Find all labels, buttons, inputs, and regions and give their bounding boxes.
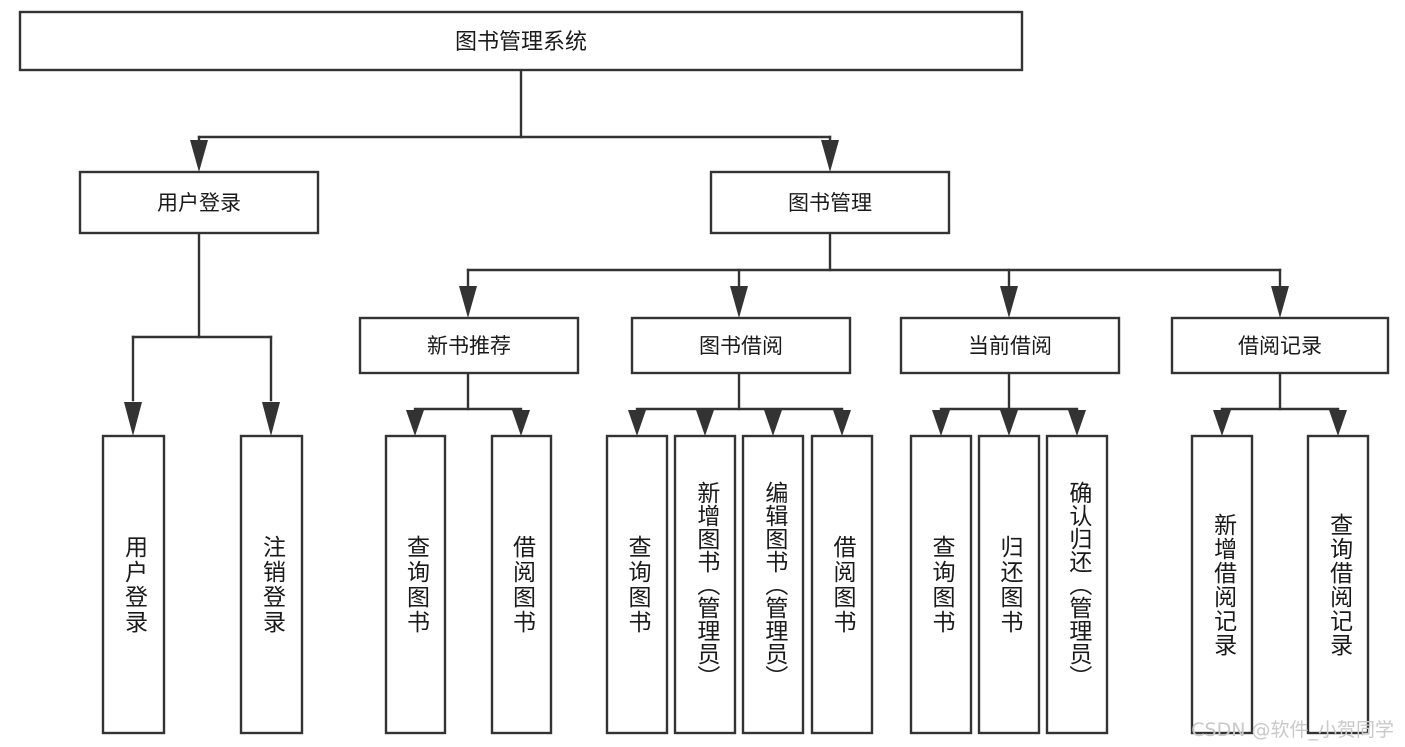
leaf-edit-book[interactable]: [741, 434, 805, 735]
leaf-add-record[interactable]: [1190, 434, 1254, 735]
leaf-query-book-current[interactable]: [909, 434, 973, 735]
leaf-query-book-borrow-box[interactable]: [605, 434, 669, 735]
node-new-book-recommend-label: 新书推荐: [427, 334, 511, 358]
node-user-login[interactable]: 用户登录: [78, 170, 320, 235]
node-user-login-box[interactable]: [78, 170, 320, 235]
node-current-borrow[interactable]: 当前借阅: [899, 316, 1121, 375]
node-book-manage-box[interactable]: [709, 170, 951, 235]
leaf-logout[interactable]: [239, 434, 304, 735]
arrow-to-leaf-edit-book: [764, 410, 782, 436]
leaf-borrow-book-borrow-box[interactable]: [810, 434, 874, 735]
connector-group-currentborrow-to-leaves: [932, 371, 1086, 436]
leaf-add-record-box[interactable]: [1190, 434, 1254, 735]
arrow-to-new-book: [459, 286, 477, 318]
node-book-manage[interactable]: 图书管理: [709, 170, 951, 235]
arrow-to-leaf-logout: [262, 402, 280, 436]
arrow-to-leaf-return-book: [1000, 410, 1018, 436]
connector-group-bookborrow-to-leaves: [628, 371, 851, 436]
node-current-borrow-box[interactable]: [899, 316, 1121, 375]
leaf-query-book-newbook[interactable]: [384, 434, 447, 735]
connector-group-bookmanage-to-level3: [459, 231, 1289, 318]
node-borrow-record[interactable]: 借阅记录: [1170, 316, 1390, 375]
arrow-to-leaf-confirm-return: [1068, 410, 1086, 436]
arrow-to-leaf-add-book: [696, 410, 714, 436]
arrow-to-leaf-query-record: [1329, 410, 1347, 436]
node-book-manage-label: 图书管理: [788, 191, 872, 215]
arrow-to-leaf-add-record: [1213, 410, 1231, 436]
leaf-user-login[interactable]: [101, 434, 166, 735]
leaf-query-book-borrow[interactable]: [605, 434, 669, 735]
arrow-to-book-manage: [821, 140, 839, 172]
connector-group-userlogin-to-leaves: [124, 231, 280, 436]
arrow-to-book-borrow: [730, 286, 748, 318]
arrow-to-leaf-query-book-1: [406, 410, 424, 436]
leaf-borrow-book-borrow[interactable]: [810, 434, 874, 735]
arrow-to-current-borrow: [1000, 286, 1018, 318]
leaf-borrow-book-newbook[interactable]: [490, 434, 553, 735]
arrow-to-leaf-user-login: [124, 402, 142, 436]
leaf-return-book-box[interactable]: [977, 434, 1041, 735]
leaf-logout-box[interactable]: [239, 434, 304, 735]
leaf-query-record-box[interactable]: [1306, 434, 1370, 735]
arrow-to-user-login: [190, 140, 208, 172]
node-book-borrow[interactable]: 图书借阅: [630, 316, 852, 375]
node-user-login-label: 用户登录: [157, 191, 241, 215]
node-root-system[interactable]: 图书管理系统: [18, 10, 1024, 72]
leaf-confirm-return-box[interactable]: [1045, 434, 1109, 735]
connector-group-root-to-level2: [190, 68, 839, 172]
arrow-to-leaf-borrow-book-1: [512, 410, 530, 436]
node-borrow-record-label: 借阅记录: [1238, 334, 1322, 358]
node-new-book-recommend[interactable]: 新书推荐: [358, 316, 580, 375]
connector-group-newbook-to-leaves: [406, 371, 530, 436]
node-root-system-label: 图书管理系统: [455, 30, 587, 55]
node-book-borrow-label: 图书借阅: [699, 334, 783, 358]
leaf-edit-book-box[interactable]: [741, 434, 805, 735]
leaf-add-book[interactable]: [673, 434, 737, 735]
node-root-system-box[interactable]: [18, 10, 1024, 72]
leaf-confirm-return[interactable]: [1045, 434, 1109, 735]
leaf-query-book-newbook-box[interactable]: [384, 434, 447, 735]
arrow-to-borrow-record: [1271, 286, 1289, 318]
arrow-to-leaf-borrow-book-2: [833, 410, 851, 436]
arrow-to-leaf-query-book-2: [628, 410, 646, 436]
leaf-user-login-box[interactable]: [101, 434, 166, 735]
node-current-borrow-label: 当前借阅: [968, 334, 1052, 358]
watermark-label: CSDN @软件_小贺同学: [1191, 719, 1394, 741]
arrow-to-leaf-query-book-3: [932, 410, 950, 436]
leaf-query-record[interactable]: [1306, 434, 1370, 735]
node-borrow-record-box[interactable]: [1170, 316, 1390, 375]
node-new-book-recommend-box[interactable]: [358, 316, 580, 375]
leaf-query-book-current-box[interactable]: [909, 434, 973, 735]
node-book-borrow-box[interactable]: [630, 316, 852, 375]
leaf-add-book-box[interactable]: [673, 434, 737, 735]
leaf-return-book[interactable]: [977, 434, 1041, 735]
connector-group-borrowrecord-to-leaves: [1213, 371, 1347, 436]
leaf-borrow-book-newbook-box[interactable]: [490, 434, 553, 735]
